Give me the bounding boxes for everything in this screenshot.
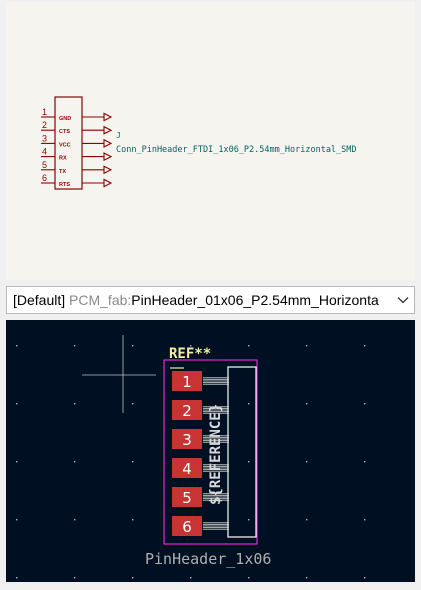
grid-dot (132, 519, 134, 521)
grid-dot (364, 403, 366, 405)
symbol-pin-number: 5 (42, 160, 47, 170)
chevron-down-icon[interactable] (392, 287, 414, 313)
grid-dot (306, 577, 308, 579)
grid-dot (364, 461, 366, 463)
symbol-pin-name: GND (59, 116, 71, 122)
symbol-preview-canvas: 1 2 3 4 5 6 GND CTS VCC RX TX RTS J Conn_PinHeader… (41, 96, 357, 190)
pcb-grid (16, 345, 366, 579)
arrow-right-icon (103, 178, 113, 188)
footprint-select-name: PinHeader_01x06_P2.54mm_Horizonta (131, 292, 379, 308)
footprint-pad (172, 400, 202, 420)
symbol-right-pins (82, 112, 113, 188)
grid-dot (16, 577, 18, 579)
footprint-value-text: PinHeader_1x06 (145, 550, 271, 568)
grid-dot (306, 345, 308, 347)
grid-dot (248, 345, 250, 347)
grid-dot (248, 461, 250, 463)
symbol-value-text: Conn_PinHeader_FTDI_1x06_P2.54mm_Horizon… (116, 145, 357, 155)
symbol-pin-names: GND CTS VCC RX TX RTS (59, 116, 71, 188)
footprint-select-library: PCM_fab: (69, 292, 132, 308)
pad-number-label: 3 (182, 431, 192, 449)
grid-dot (190, 345, 192, 347)
fab-body-outline (227, 366, 257, 538)
footprint-pad (172, 487, 202, 507)
footprint-select-prefix: [Default] (13, 292, 66, 308)
origin-crosshair-icon (82, 335, 156, 413)
grid-dot (248, 577, 250, 579)
grid-dot (74, 519, 76, 521)
grid-dot (306, 519, 308, 521)
courtyard-outline (163, 359, 258, 545)
symbol-pin-name: RTS (59, 182, 70, 188)
footprint-preview-panel: 1 2 3 4 5 6 ${REFERENCE} REF** PinHeader_1x06 (6, 320, 415, 582)
pad-number-label: 4 (182, 460, 192, 478)
arrow-right-icon (103, 165, 113, 175)
footprint-select-dropdown[interactable]: [Default] PCM_fab:PinHeader_01x06_P2.54m… (6, 286, 415, 314)
grid-dot (364, 577, 366, 579)
pad-number-label: 6 (182, 518, 192, 536)
symbol-pin-number: 6 (42, 173, 47, 183)
grid-dot (74, 577, 76, 579)
pad-number-label: 5 (182, 489, 192, 507)
grid-dot (132, 461, 134, 463)
footprint-pad (172, 429, 202, 449)
pad-number-label: 2 (182, 402, 192, 420)
grid-dot (74, 345, 76, 347)
symbol-pin-name: VCC (59, 142, 71, 148)
arrow-right-icon (103, 125, 113, 135)
grid-dot (74, 461, 76, 463)
symbol-pin-number: 1 (42, 107, 47, 117)
symbol-pin-number: 2 (42, 120, 47, 130)
footprint-pin-lines (203, 377, 229, 530)
pad-number-label: 1 (182, 373, 192, 391)
fab-reference-text: ${REFERENCE} (208, 404, 224, 505)
grid-dot (364, 519, 366, 521)
symbol-pin-name: TX (59, 169, 66, 175)
grid-dot (16, 461, 18, 463)
footprint-preview-canvas: 1 2 3 4 5 6 ${REFERENCE} REF** PinHeader_1x06 (16, 335, 366, 579)
symbol-pin-number: 4 (42, 147, 47, 157)
silkscreen-reference-text: REF** (169, 346, 211, 362)
symbol-preview-panel: 1 2 3 4 5 6 GND CTS VCC RX TX RTS J Conn_PinHeader… (6, 2, 415, 280)
footprint-pads: 1 2 3 4 5 6 (172, 371, 202, 536)
symbol-reference-text: J (116, 131, 121, 140)
grid-dot (132, 345, 134, 347)
grid-dot (132, 577, 134, 579)
grid-dot (306, 403, 308, 405)
symbol-pin-name: RX (59, 156, 67, 162)
symbol-left-pins: 1 2 3 4 5 6 (41, 107, 55, 184)
grid-dot (248, 519, 250, 521)
grid-dot (248, 403, 250, 405)
arrow-right-icon (103, 112, 113, 122)
grid-dot (132, 403, 134, 405)
arrow-right-icon (103, 152, 113, 162)
grid-dot (190, 577, 192, 579)
symbol-pin-number: 3 (42, 133, 47, 143)
footprint-pad (172, 516, 202, 536)
grid-dot (16, 403, 18, 405)
footprint-pad (172, 371, 202, 391)
grid-dot (364, 345, 366, 347)
grid-dot (16, 519, 18, 521)
footprint-select-value: [Default] PCM_fab:PinHeader_01x06_P2.54m… (7, 292, 392, 308)
footprint-pad (172, 458, 202, 478)
symbol-pin-name: CTS (59, 129, 70, 135)
grid-dot (306, 461, 308, 463)
grid-dot (16, 345, 18, 347)
arrow-right-icon (103, 138, 113, 148)
grid-dot (74, 403, 76, 405)
